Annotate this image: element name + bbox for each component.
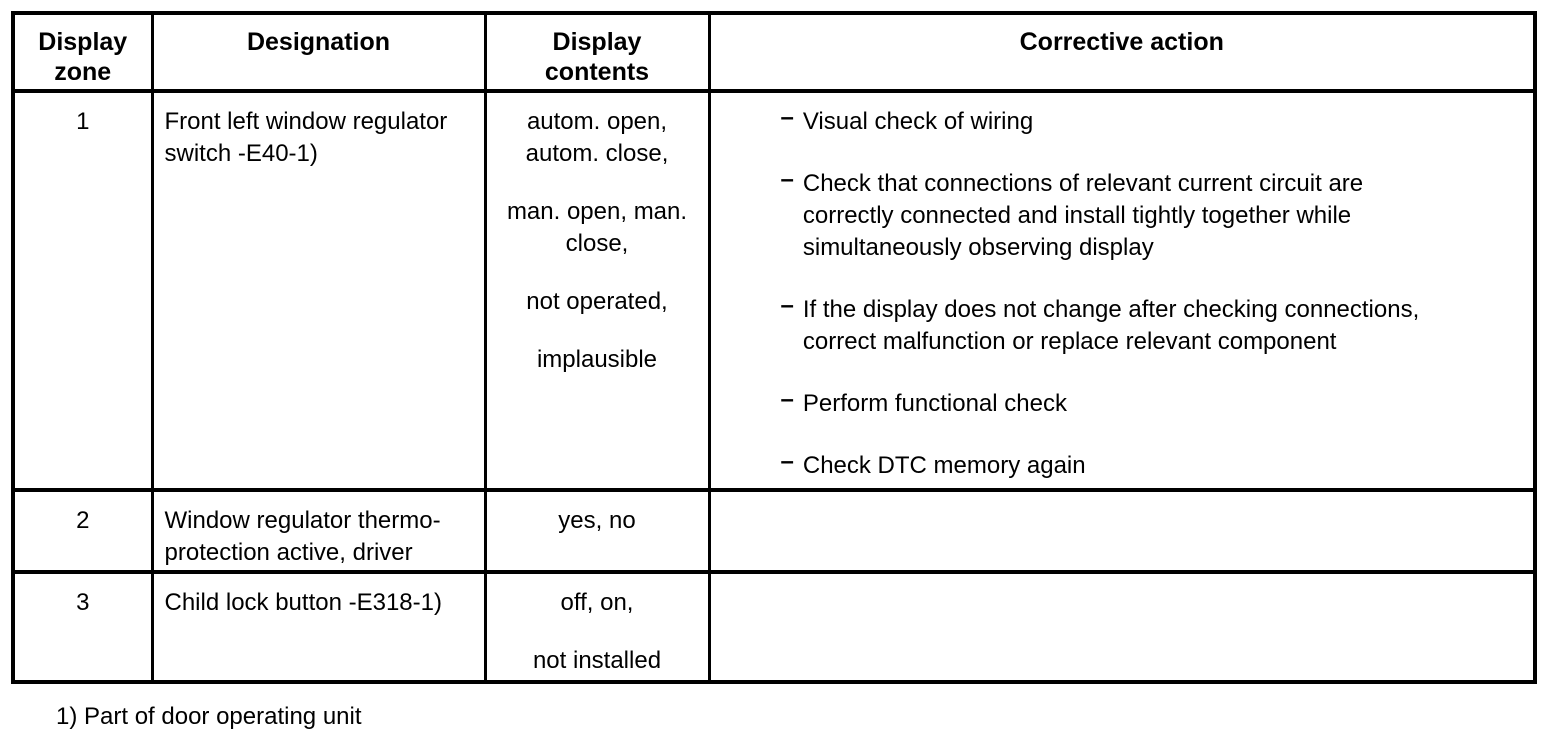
footnote: 1) Part of door operating unit [56,703,362,730]
dash-bullet-icon: – [780,166,794,193]
designation-line: Front left window regulator [164,108,448,135]
cell-designation: Front left window regulator switch -E40-… [150,89,487,492]
table-row: 2 Window regulator thermo- protection ac… [11,488,1537,574]
dash-bullet-icon: – [780,386,794,413]
cell-corrective-action: – Visual check of wiring – Check that co… [707,89,1537,492]
cell-corrective-action [707,570,1537,684]
display-contents-line: implausible [536,346,658,373]
display-contents-group: not operated, [492,286,703,318]
designation-line: switch -E40-1) [164,140,318,167]
designation-line: Child lock button -E318-1) [164,589,442,616]
designation-line: Window regulator thermo- [164,507,441,534]
corrective-action-item: – Check DTC memory again [781,448,1421,482]
dash-bullet-icon: – [780,448,794,475]
display-contents-line: not operated, [526,288,668,315]
display-contents-group: autom. open, autom. close, [492,106,703,170]
display-contents-line: autom. open, [526,108,668,135]
corrective-action-item: – Visual check of wiring [781,104,1421,138]
corrective-action-item: – If the display does not change after c… [781,292,1421,358]
cell-display-contents: off, on, not installed [483,570,711,684]
header-display-zone: Display zone [11,11,154,93]
cell-designation: Child lock button -E318-1) [150,570,487,684]
display-contents-line: not installed [532,647,662,674]
display-contents-group: man. open, man. close, [492,196,703,260]
display-contents-line: yes, no [558,507,636,534]
display-contents-line: autom. close, [525,140,669,167]
corrective-action-text: Check DTC memory again [802,452,1086,479]
cell-display-contents: yes, no [483,488,711,574]
display-contents-group: yes, no [492,505,703,537]
table-row: 3 Child lock button -E318-1) off, on, no… [11,570,1537,684]
cell-corrective-action [707,488,1537,574]
designation-line: protection active, driver [164,539,413,566]
display-contents-line: close, [565,230,629,257]
cell-display-zone: 1 [11,89,154,492]
header-designation: Designation [150,11,487,93]
corrective-action-item: – Check that connections of relevant cur… [781,166,1421,264]
corrective-action-text: Check that connections of relevant curre… [802,170,1364,261]
cell-display-contents: autom. open, autom. close, man. open, ma… [483,89,711,492]
cell-display-zone: 3 [11,570,154,684]
corrective-action-text: Perform functional check [802,390,1067,417]
display-contents-group: off, on, [492,587,703,619]
display-contents-line: man. open, man. [506,198,688,225]
corrective-action-text: If the display does not change after che… [802,296,1420,355]
cell-designation: Window regulator thermo- protection acti… [150,488,487,574]
header-display-contents: Display contents [483,11,711,93]
diagnostics-table: Display zone Designation Display content… [11,11,1537,684]
dash-bullet-icon: – [780,104,794,131]
dash-bullet-icon: – [780,292,794,319]
header-row: Display zone Designation Display content… [11,11,1537,93]
display-contents-line: off, on, [560,589,634,616]
display-contents-group: implausible [492,344,703,376]
corrective-action-item: – Perform functional check [781,386,1421,420]
table-row: 1 Front left window regulator switch -E4… [11,89,1537,492]
cell-display-zone: 2 [11,488,154,574]
corrective-action-text: Visual check of wiring [802,108,1034,135]
header-corrective-action: Corrective action [707,11,1537,93]
display-contents-group: not installed [492,645,703,677]
